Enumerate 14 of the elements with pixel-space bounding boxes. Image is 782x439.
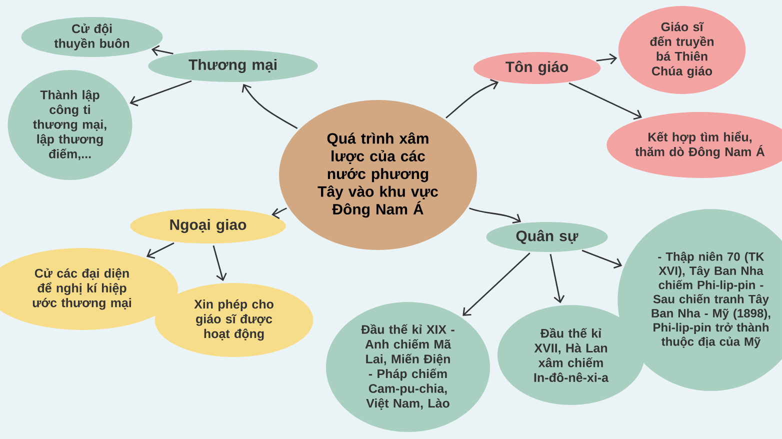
arrow [568, 82, 642, 120]
arrow [446, 79, 499, 118]
arrow [469, 208, 522, 224]
arrow [462, 252, 530, 316]
arrow [130, 80, 192, 106]
arrow [212, 245, 227, 282]
arrow [596, 53, 618, 64]
arrow [582, 250, 622, 269]
arrow [272, 208, 287, 220]
node-label: Đầu thế kỉ XVII, Hà Lan xâm chiếm In-đô-nê-xi-a [534, 328, 609, 382]
arrow [146, 242, 174, 259]
arrow [242, 84, 298, 130]
arrow [151, 45, 174, 56]
arrow [550, 254, 565, 304]
